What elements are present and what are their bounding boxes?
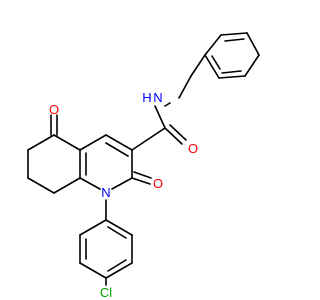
bond-aromatic-inner <box>107 226 127 239</box>
bond <box>111 177 133 190</box>
atom-labels: O O O H N N Cl <box>49 90 198 300</box>
bond <box>105 134 133 151</box>
bond-aromatic-inner <box>211 55 221 70</box>
amide-nitrogen-label: N <box>153 90 162 105</box>
bond <box>79 134 107 151</box>
molecule-diagram: O O O H N N Cl <box>27 32 260 300</box>
ketone-oxygen-label: O <box>49 102 59 117</box>
bond <box>178 75 192 99</box>
bond <box>204 54 220 79</box>
lactam-oxygen-label: O <box>153 176 163 191</box>
bonds <box>27 32 260 286</box>
ring-nitrogen-label: N <box>101 185 110 200</box>
bond-double <box>105 142 129 157</box>
chlorine-label: Cl <box>100 285 112 300</box>
bond <box>220 32 248 36</box>
bond <box>154 105 166 129</box>
bond <box>164 127 183 145</box>
amide-hydrogen-label: H <box>142 90 151 105</box>
bond <box>79 219 107 236</box>
bond <box>79 177 101 190</box>
bond <box>218 75 246 79</box>
bond <box>204 34 222 56</box>
bond <box>105 262 133 279</box>
bond <box>164 102 171 107</box>
structure-svg: O O O H N N Cl <box>27 32 260 300</box>
bond <box>105 219 133 236</box>
bond-double <box>131 177 151 185</box>
bond-double <box>133 171 152 179</box>
bond <box>131 127 166 151</box>
bond-aromatic-inner <box>107 259 127 272</box>
bond <box>27 177 55 194</box>
bond <box>246 32 260 56</box>
bond <box>79 262 107 279</box>
bond <box>190 54 206 77</box>
bond <box>53 134 81 151</box>
bond <box>53 177 81 194</box>
bond <box>27 134 55 151</box>
bond <box>244 54 260 77</box>
bond-aromatic-inner <box>221 70 242 74</box>
amide-oxygen-label: O <box>188 141 198 156</box>
bond-double <box>169 124 187 141</box>
bond-aromatic-inner <box>224 38 245 42</box>
